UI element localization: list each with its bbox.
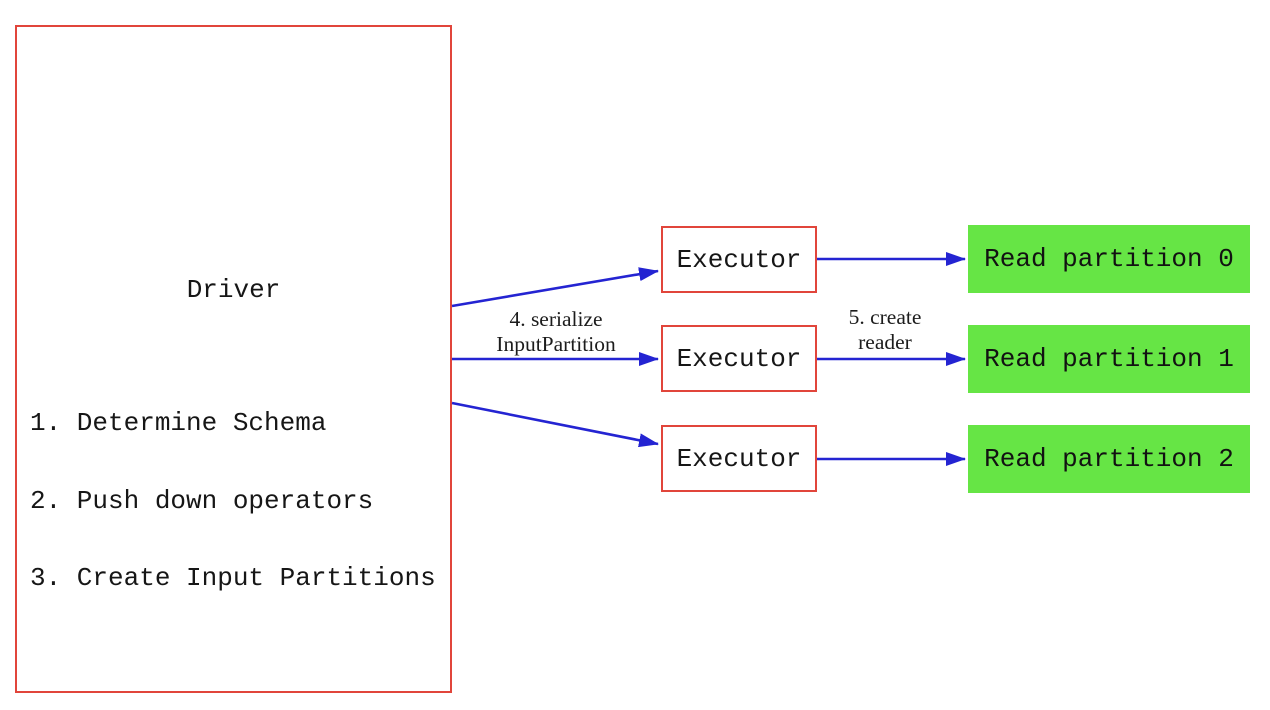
executor-box-1: Executor: [661, 325, 817, 392]
executor-label-2: Executor: [676, 443, 802, 474]
driver-box: [15, 25, 452, 693]
edge-label-reader-line2: reader: [858, 330, 912, 354]
read-partition-box-1: Read partition 1: [968, 325, 1250, 393]
read-partition-label-2: Read partition 2: [984, 444, 1234, 474]
edge-label-reader-line1: 5. create: [848, 305, 922, 329]
driver-step-3: 3. Create Input Partitions: [30, 562, 436, 593]
edge-label-serialize-line1: 4. serialize: [509, 307, 603, 331]
edge-label-serialize-inputpartition: 4. serialize InputPartition: [448, 307, 664, 357]
executor-box-0: Executor: [661, 226, 817, 293]
read-partition-label-0: Read partition 0: [984, 244, 1234, 274]
executor-box-2: Executor: [661, 425, 817, 492]
driver-step-2: 2. Push down operators: [30, 485, 374, 516]
arrow-driver-to-executor-0: [451, 267, 659, 308]
executor-label-1: Executor: [676, 343, 802, 374]
arrow-driver-to-executor-2: [451, 401, 659, 448]
driver-steps-list: 1. Determine Schema 2. Push down operato…: [30, 360, 436, 643]
driver-title: Driver: [186, 275, 281, 305]
read-partition-box-2: Read partition 2: [968, 425, 1250, 493]
driver-step-1: 1. Determine Schema: [30, 408, 327, 439]
read-partition-box-0: Read partition 0: [968, 225, 1250, 293]
read-partition-label-1: Read partition 1: [984, 344, 1234, 374]
executor-label-0: Executor: [676, 244, 802, 275]
edge-label-serialize-line2: InputPartition: [496, 332, 616, 356]
edge-label-create-reader: 5. create reader: [810, 305, 960, 355]
